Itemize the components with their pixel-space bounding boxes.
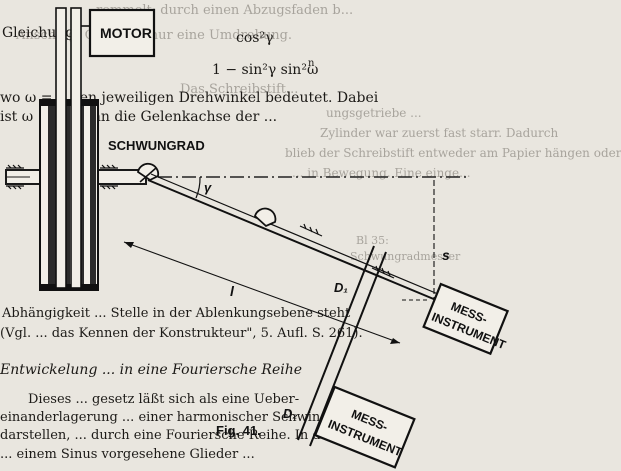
flywheel-label: SCHWUNGRAD bbox=[108, 138, 205, 153]
formula-exponent: n bbox=[308, 58, 315, 69]
motor-box bbox=[88, 8, 156, 58]
measuring-instrument-1: MESS- INSTRUMENT bbox=[422, 282, 510, 356]
motor-label: MOTOR bbox=[100, 25, 152, 41]
bleed-through-line-9: Schwungradmesser bbox=[350, 250, 461, 263]
tilted-bearing-hatch bbox=[299, 223, 395, 279]
bleed-through-line-6: blieb der Schreibstift entweder am Papie… bbox=[285, 146, 621, 160]
figure-caption: Fig. 41. bbox=[216, 423, 261, 438]
text-line-4: Abhängigkeit ... Stelle in der Ablenkung… bbox=[2, 306, 351, 321]
bleed-through-line-4: ungsgetriebe ... bbox=[326, 106, 422, 120]
cardan-joint-left bbox=[136, 162, 160, 183]
text-line-8: darstellen, ... durch eine Fouriersche R… bbox=[0, 428, 335, 443]
cardan-joint-middle bbox=[253, 207, 277, 228]
left-bearing-hatch bbox=[6, 164, 118, 190]
measuring-instrument-2: MESS- INSTRUMENT bbox=[313, 385, 416, 469]
scanned-page: rommelt; durch einen Abzugsfaden b... An… bbox=[0, 3, 621, 469]
angle-gamma: γ bbox=[204, 180, 212, 195]
length-label-l: l bbox=[230, 283, 235, 299]
label-d1: D₁ bbox=[334, 280, 348, 295]
bleed-through-line-5: Zylinder war zuerst fast starr. Dadurch bbox=[320, 126, 559, 140]
length-dimension bbox=[123, 241, 401, 344]
bleed-through-line-8: Bl 35: bbox=[356, 234, 389, 247]
formula-denominator: 1 − sin²γ sin²ω bbox=[212, 62, 319, 78]
text-line-5: (Vgl. ... das Kennen der Konstrukteur", … bbox=[0, 326, 363, 341]
motor-shaft bbox=[55, 7, 67, 289]
section-heading: Entwickelung ... in eine Fouriersche Rei… bbox=[0, 362, 303, 378]
dimension-s-label: s bbox=[442, 247, 450, 263]
bleed-through-line-1: rommelt; durch einen Abzugsfaden b... bbox=[96, 3, 354, 18]
label-d2: D₂ bbox=[283, 406, 297, 421]
text-line-6: Dieses ... gesetz läßt sich als eine Ueb… bbox=[28, 392, 300, 407]
formula-numerator: cos²γ bbox=[236, 30, 274, 46]
flywheel bbox=[39, 99, 99, 291]
text-line-7: einanderlagerung ... einer harmonischer … bbox=[0, 410, 370, 425]
figure-drawing: MOTOR SCHWUNGRAD γ l bbox=[5, 7, 510, 469]
bleed-through-line-3: Das Schreibstift... bbox=[180, 82, 299, 97]
angle-arc bbox=[195, 176, 201, 199]
formula: cos²γ bbox=[236, 30, 273, 46]
text-line-9: ... einem Sinus vorgesehene Glieder ... bbox=[0, 447, 255, 462]
tilted-shaft bbox=[147, 179, 437, 301]
